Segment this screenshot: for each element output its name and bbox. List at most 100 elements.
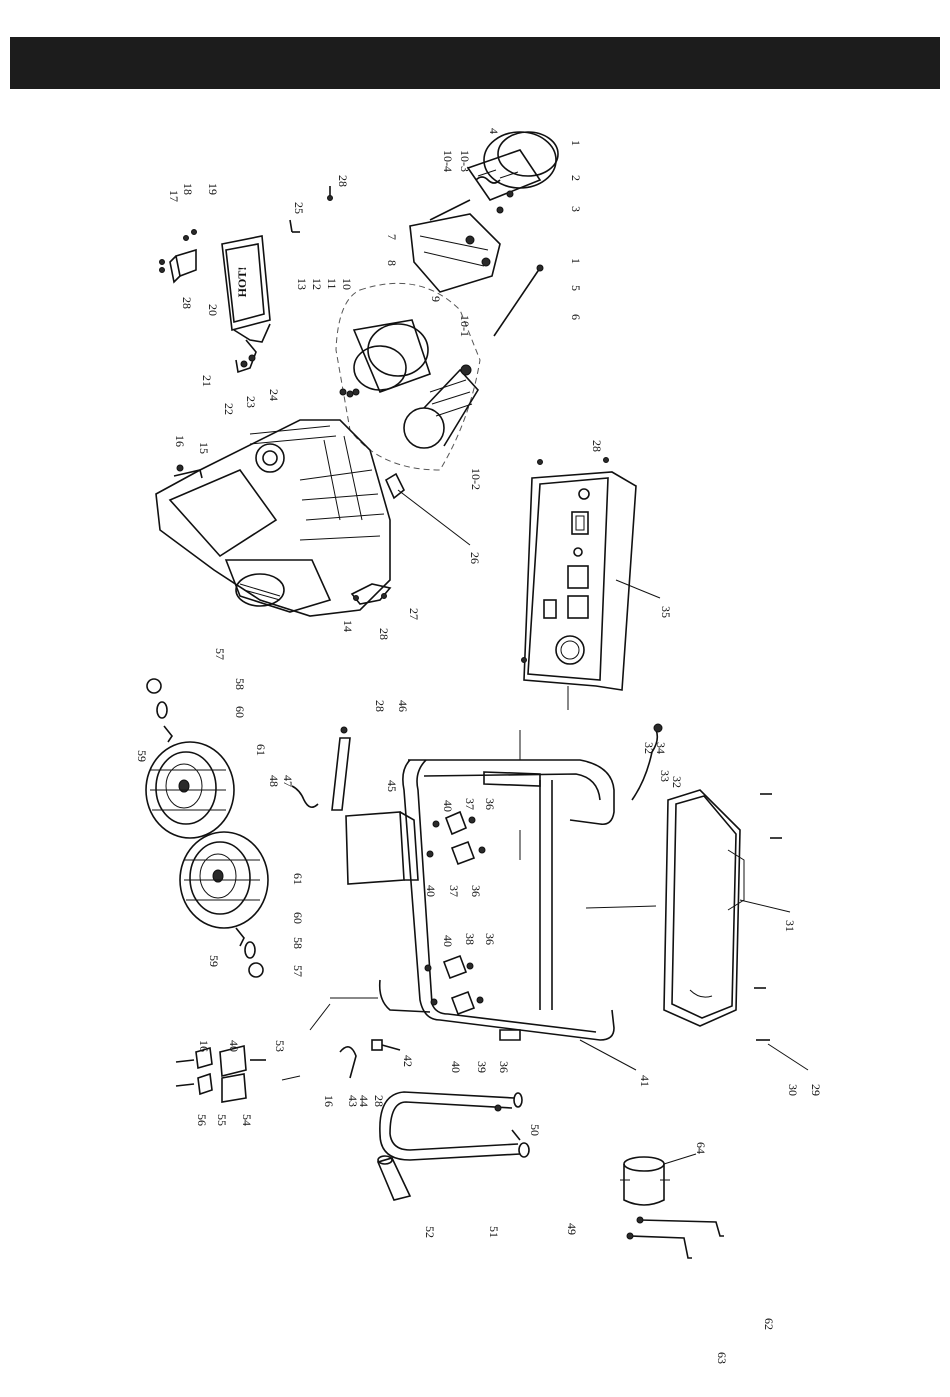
callout-label: 45 bbox=[385, 780, 399, 792]
callout-label: 37 bbox=[447, 885, 461, 897]
callout-label: 25 bbox=[292, 202, 306, 214]
callout-label: 59 bbox=[135, 750, 149, 762]
callout-label: 47 bbox=[281, 775, 295, 787]
callout-c20: 20 bbox=[206, 304, 220, 316]
callout-c41: 41 bbox=[638, 1075, 652, 1087]
callout-label: 28 bbox=[373, 700, 387, 712]
callout-label: 59 bbox=[207, 955, 221, 967]
callout-c15: 15 bbox=[197, 442, 211, 454]
muffler-bracket bbox=[170, 250, 196, 282]
control-panel bbox=[522, 458, 661, 711]
callout-label: 11 bbox=[325, 278, 339, 290]
alternator-end-cover bbox=[468, 132, 558, 213]
callout-c21: 21 bbox=[200, 375, 214, 387]
callout-c51: 51 bbox=[487, 1226, 501, 1238]
callout-c39: 39 bbox=[475, 1061, 489, 1073]
callout-label: 56 bbox=[195, 1114, 209, 1126]
callout-label: 28 bbox=[372, 1095, 386, 1107]
callout-c30: 30 bbox=[786, 1084, 800, 1096]
callout-label: 16 bbox=[173, 435, 187, 447]
callout-label: 36 bbox=[497, 1061, 511, 1073]
callout-c44: 44 bbox=[357, 1095, 371, 1107]
hot-warning-decal: HOT! bbox=[235, 267, 249, 298]
muffler-heat-shield: HOT! bbox=[222, 236, 270, 342]
callout-c36d: 36 bbox=[497, 1061, 511, 1073]
mount-bracket-middle bbox=[427, 842, 485, 864]
callout-c18: 18 bbox=[181, 183, 195, 195]
callout-c46: 46 bbox=[396, 700, 410, 712]
callout-c60b: 60 bbox=[291, 912, 305, 924]
part-63-rod bbox=[627, 1233, 692, 1258]
callout-label: 40 bbox=[227, 1040, 241, 1052]
fuel-line bbox=[632, 724, 662, 800]
part-callouts: 123410-310-41567891011121310-110-2282517… bbox=[135, 128, 823, 1364]
mount-bracket-upper bbox=[433, 812, 475, 834]
callout-c14: 14 bbox=[341, 620, 355, 632]
callout-c58b: 58 bbox=[291, 937, 305, 949]
callout-c40b: 40 bbox=[424, 885, 438, 897]
callout-label: 8 bbox=[385, 260, 399, 266]
callout-label: 50 bbox=[528, 1124, 542, 1136]
callout-label: 46 bbox=[396, 700, 410, 712]
callout-c37a: 37 bbox=[463, 798, 477, 810]
axle-parts-top bbox=[147, 679, 172, 742]
callout-label: 60 bbox=[291, 912, 305, 924]
callout-label: 28 bbox=[336, 175, 350, 187]
callout-label: 63 bbox=[715, 1352, 729, 1364]
part-43-44-clip bbox=[340, 1047, 356, 1078]
callout-c22: 22 bbox=[222, 403, 236, 415]
callout-c48: 48 bbox=[267, 775, 281, 787]
callout-c24: 24 bbox=[267, 389, 281, 401]
callout-c36c: 36 bbox=[483, 933, 497, 945]
callout-label: 57 bbox=[213, 648, 227, 660]
callout-label: 62 bbox=[762, 1318, 776, 1330]
callout-c53: 53 bbox=[273, 1040, 287, 1052]
callout-label: 1 bbox=[569, 258, 583, 264]
callout-label: 28 bbox=[590, 440, 604, 452]
callout-c1b: 1 bbox=[569, 258, 583, 264]
callout-label: 5 bbox=[569, 285, 583, 291]
callout-label: 32 bbox=[642, 742, 656, 754]
callout-label: 36 bbox=[483, 933, 497, 945]
frame bbox=[380, 760, 636, 1070]
callout-c55: 55 bbox=[215, 1114, 229, 1126]
callout-c40c: 40 bbox=[441, 935, 455, 947]
callout-label: 41 bbox=[638, 1075, 652, 1087]
callout-label: 36 bbox=[483, 798, 497, 810]
callout-label: 49 bbox=[565, 1223, 579, 1235]
exhaust-pipe bbox=[236, 340, 256, 372]
callout-c31: 31 bbox=[783, 920, 797, 932]
callout-c61a: 61 bbox=[254, 744, 268, 756]
callout-label: 18 bbox=[181, 183, 195, 195]
callout-label: 7 bbox=[385, 234, 399, 240]
callout-c12: 12 bbox=[310, 278, 324, 290]
callout-c29: 29 bbox=[809, 1084, 823, 1096]
part-25-bolt bbox=[290, 220, 300, 232]
callout-c60a: 60 bbox=[233, 706, 247, 718]
callout-label: 10-4 bbox=[441, 150, 455, 172]
callout-label: 60 bbox=[233, 706, 247, 718]
callout-label: 10-1 bbox=[458, 315, 472, 337]
callout-label: 51 bbox=[487, 1226, 501, 1238]
callout-label: 40 bbox=[449, 1061, 463, 1073]
callout-c27: 27 bbox=[407, 608, 421, 620]
fasteners-11-13 bbox=[340, 389, 359, 397]
callout-label: 2 bbox=[569, 175, 583, 181]
callout-c40d: 40 bbox=[227, 1040, 241, 1052]
callout-c28e: 28 bbox=[373, 700, 387, 712]
callout-label: 54 bbox=[240, 1114, 254, 1126]
rear-bearing-housing bbox=[410, 200, 500, 292]
callout-label: 15 bbox=[197, 442, 211, 454]
callout-c61b: 61 bbox=[291, 873, 305, 885]
callout-c28a: 28 bbox=[336, 175, 350, 187]
callout-c40a: 40 bbox=[441, 800, 455, 812]
callout-c13: 13 bbox=[295, 278, 309, 290]
callout-c10_4: 10-4 bbox=[441, 150, 455, 172]
callout-label: 4 bbox=[487, 128, 501, 134]
callout-c6: 6 bbox=[569, 314, 583, 320]
callout-label: 28 bbox=[377, 628, 391, 640]
callout-c5: 5 bbox=[569, 285, 583, 291]
callout-label: 36 bbox=[469, 885, 483, 897]
part-62-rod bbox=[637, 1217, 724, 1236]
